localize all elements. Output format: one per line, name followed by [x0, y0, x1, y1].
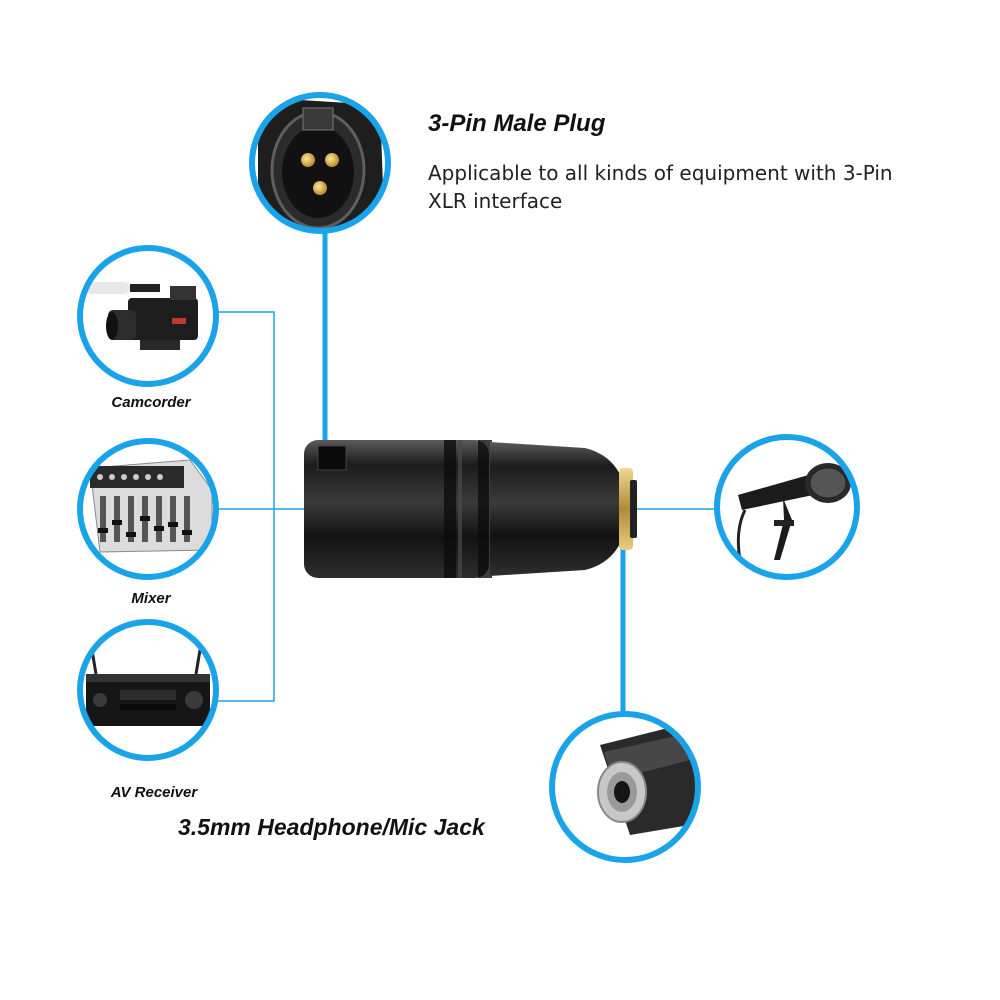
av-receiver-circle: [77, 619, 219, 761]
microphone-circle: [714, 434, 860, 580]
camcorder-icon: [85, 282, 198, 350]
description-line-2: XLR interface: [428, 189, 563, 213]
jack-closeup: [549, 711, 701, 863]
camcorder-circle: [77, 245, 219, 387]
description-line-1: Applicable to all kinds of equipment wit…: [428, 161, 893, 185]
av-receiver-icon: [86, 649, 210, 726]
pin-2: [325, 153, 339, 167]
microphone-icon: [736, 463, 851, 561]
plug-description: Applicable to all kinds of equipment wit…: [428, 159, 948, 215]
connector-lines: [216, 232, 717, 716]
plug-closeup: [249, 92, 391, 234]
mixer-circle: [77, 438, 219, 580]
mixer-label: Mixer: [131, 590, 171, 607]
pin-1: [301, 153, 315, 167]
xlr-adapter: [304, 440, 637, 578]
jack-title: 3.5mm Headphone/Mic Jack: [178, 814, 485, 840]
mixer-icon: [89, 459, 213, 553]
av-receiver-label: AV Receiver: [110, 784, 198, 801]
plug-title: 3-Pin Male Plug: [428, 110, 606, 137]
camcorder-label: Camcorder: [111, 394, 191, 411]
pin-3: [313, 181, 327, 195]
